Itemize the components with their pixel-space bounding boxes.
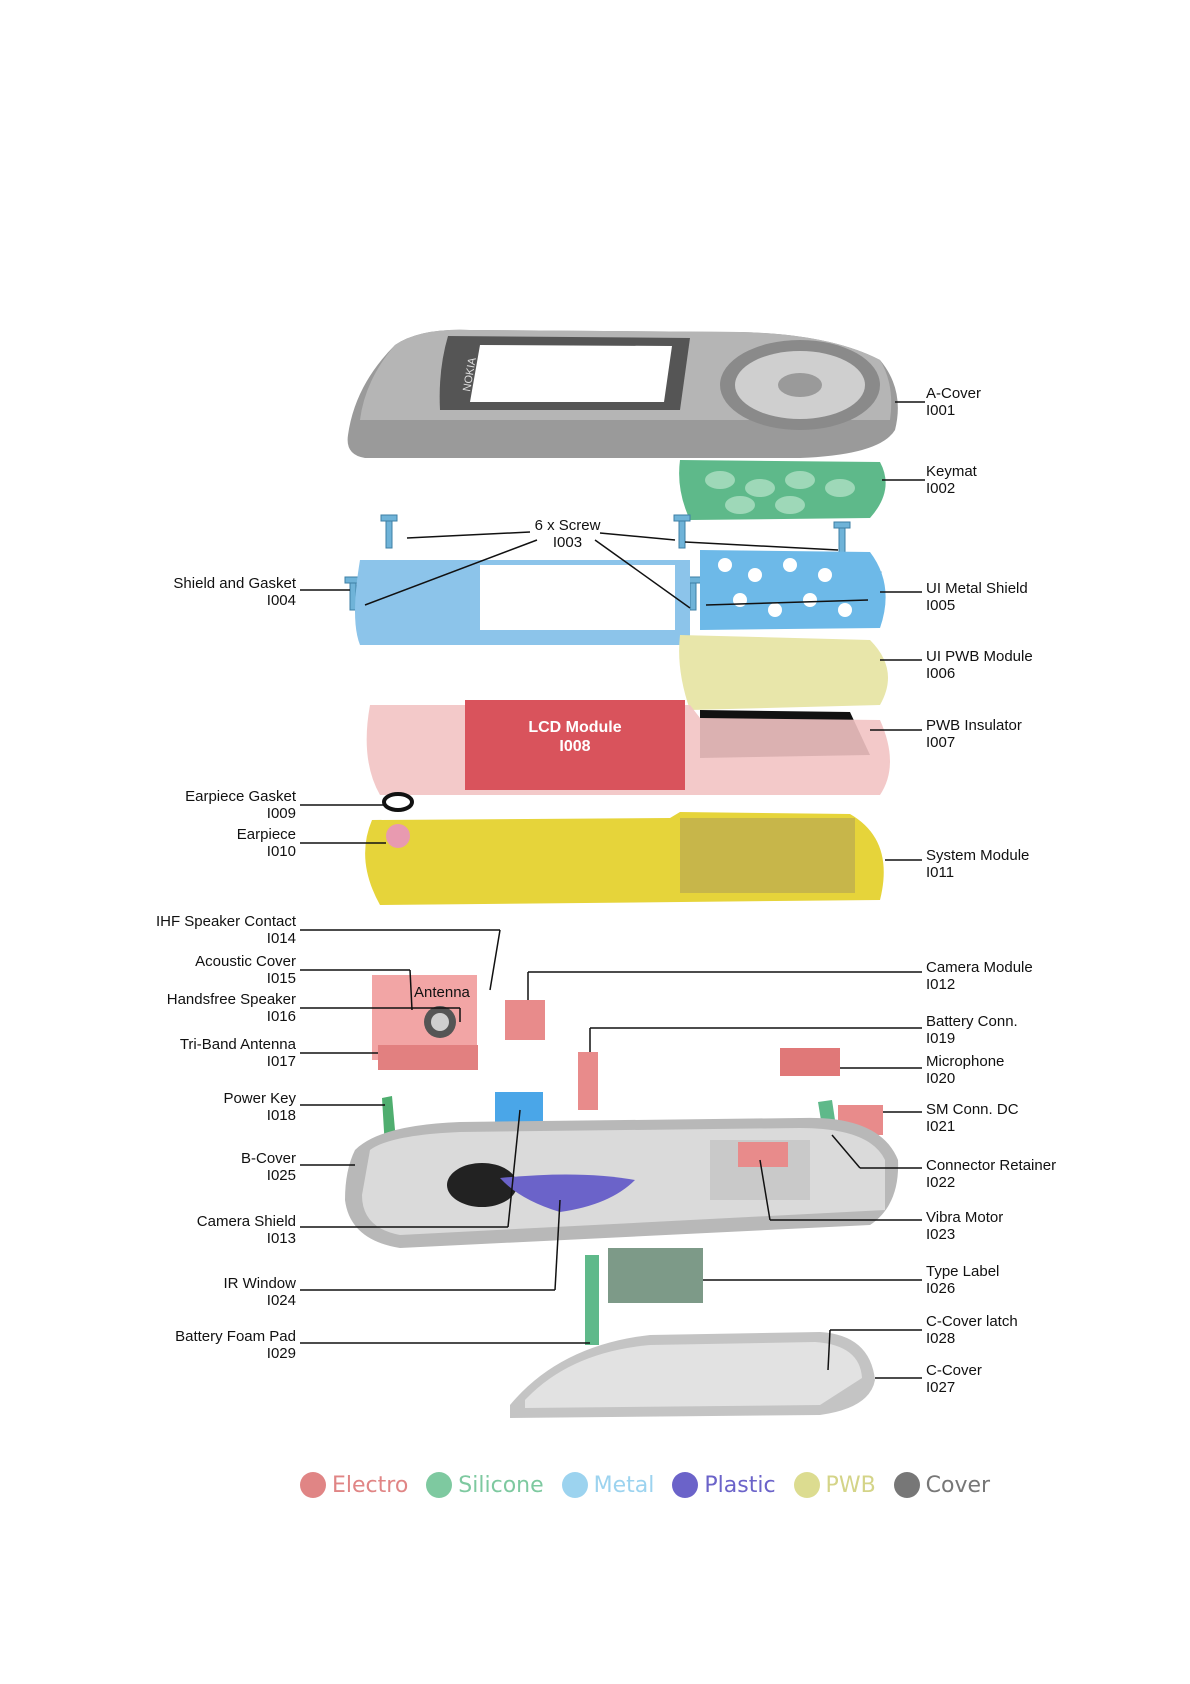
legend-swatch [793, 1472, 820, 1498]
brand-text: NOKIA [461, 356, 479, 392]
legend-swatch [426, 1472, 453, 1498]
leader-lines [300, 401, 925, 1379]
legend-swatch [672, 1472, 699, 1498]
ui-pwb-module-part [679, 635, 888, 710]
legend-swatch [300, 1472, 326, 1498]
screws-part [344, 514, 882, 611]
shield-gasket-part [355, 560, 690, 645]
legend-swatch [561, 1472, 588, 1498]
antenna-label: Antenna [414, 984, 470, 1001]
legend-item-cover: Cover [893, 1472, 990, 1498]
a-cover-part: NOKIA [347, 329, 898, 458]
type-label-part [608, 1248, 703, 1303]
legend-item-electro: Electro [300, 1472, 408, 1498]
lcd-module-label: LCD Module I008 [528, 719, 622, 755]
camera-module-part [505, 1000, 545, 1040]
material-legend: Electro Silicone Metal Plastic PWB Cover [300, 1472, 1008, 1498]
system-module-part [365, 812, 884, 905]
legend-item-metal: Metal [561, 1472, 654, 1498]
legend-item-pwb: PWB [793, 1472, 876, 1498]
keymat-part [679, 460, 886, 520]
battery-conn-part [578, 1052, 598, 1110]
ui-metal-shield-part [700, 550, 886, 630]
legend-item-plastic: Plastic [672, 1472, 776, 1498]
earpiece-gasket-part [382, 792, 414, 812]
battery-foam-pad-part [585, 1255, 599, 1345]
b-cover-part [345, 1117, 899, 1248]
legend-swatch [893, 1472, 920, 1498]
c-cover-part [510, 1332, 875, 1418]
lcd-module-part [465, 700, 685, 790]
legend-item-silicone: Silicone [426, 1472, 544, 1498]
microphone-part [780, 1048, 840, 1076]
callout-battery-conn: Battery Conn.I019 [926, 1013, 1018, 1047]
